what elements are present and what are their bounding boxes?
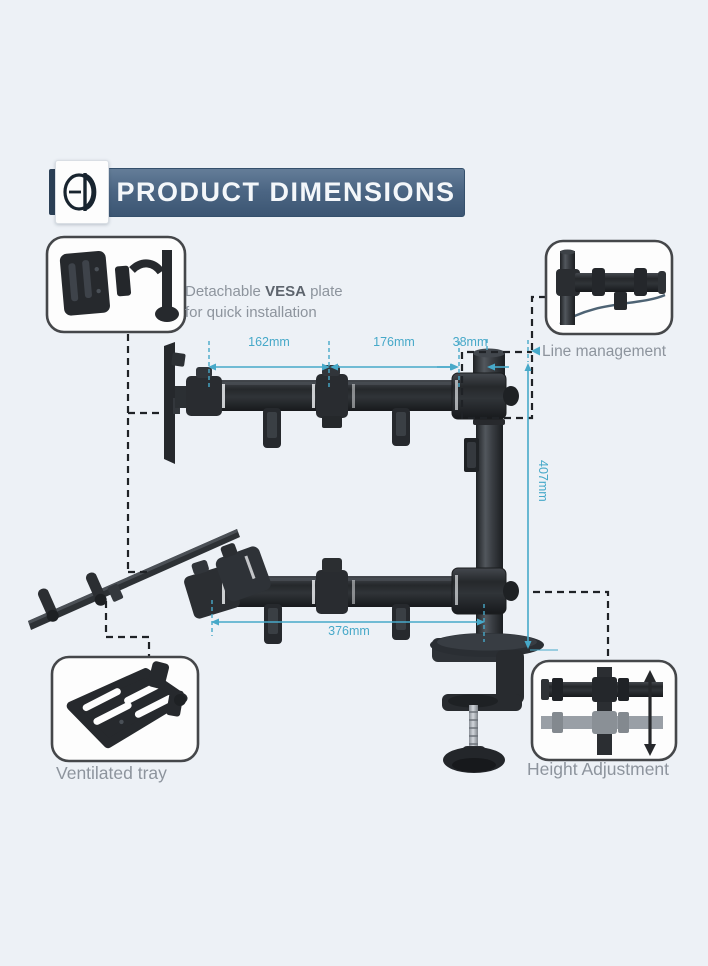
desk-clamp <box>430 633 544 773</box>
ventilated-tray-box <box>50 655 200 763</box>
section-header: PRODUCT DIMENSIONS <box>107 168 465 217</box>
callout-lines <box>104 295 610 663</box>
laptop-tray-edge <box>28 529 271 630</box>
line-management-box <box>544 239 674 336</box>
line-management-pointer-icon <box>531 346 540 356</box>
vesa-detail-box <box>45 235 187 334</box>
brand-logo <box>55 160 109 224</box>
dimension-lines <box>208 339 558 651</box>
header-accent-bar <box>49 169 58 215</box>
height-adjustment-box <box>530 659 678 762</box>
up-down-arrow-icon <box>644 670 656 756</box>
page-title: PRODUCT DIMENSIONS <box>116 177 456 207</box>
upper-monitor-arm <box>164 342 519 464</box>
brand-logo-icon <box>63 173 97 211</box>
